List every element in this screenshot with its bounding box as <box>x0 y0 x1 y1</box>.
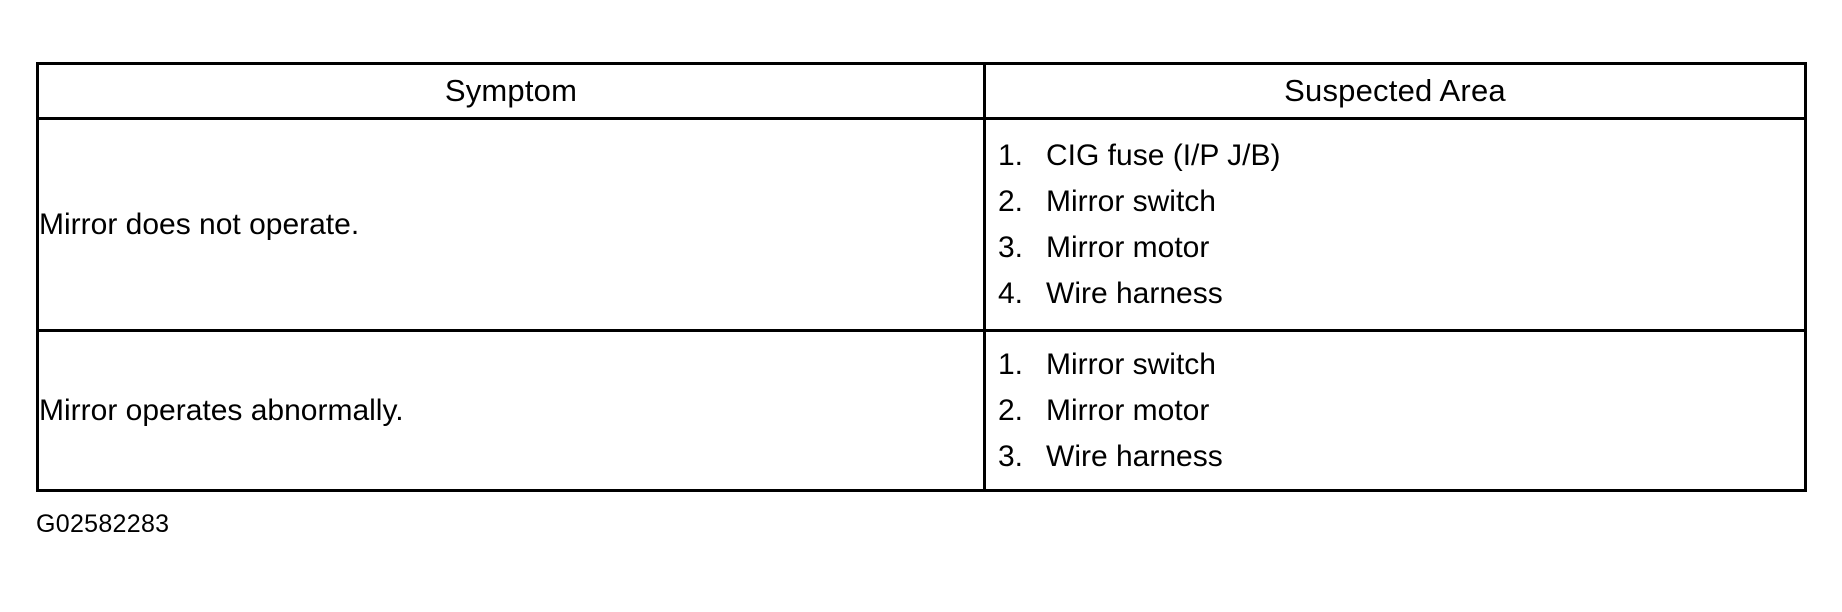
table-header: Symptom Suspected Area <box>36 62 1807 120</box>
list-item: 1. CIG fuse (I/P J/B) <box>986 133 1804 179</box>
list-item: 2. Mirror motor <box>986 388 1804 434</box>
column-header-symptom: Symptom <box>36 62 986 120</box>
column-header-suspected-area: Suspected Area <box>983 62 1807 120</box>
list-item-label: Mirror switch <box>1046 184 1216 218</box>
column-header-suspected-area-label: Suspected Area <box>1284 73 1506 108</box>
list-item-number: 4. <box>998 276 1024 310</box>
table-header-row: Symptom Suspected Area <box>36 62 1807 120</box>
list-item-label: Mirror switch <box>1046 347 1216 381</box>
list-item-number: 3. <box>998 439 1024 473</box>
diagnostic-trouble-table: Symptom Suspected Area Mirror does not o… <box>36 62 1807 492</box>
list-item: 1. Mirror switch <box>986 342 1804 388</box>
table-row: Mirror operates abnormally. 1. Mirror sw… <box>36 329 1807 492</box>
list-item-label: Wire harness <box>1046 276 1223 310</box>
list-item-label: Wire harness <box>1046 439 1223 473</box>
table-body: Mirror does not operate. 1. CIG fuse (I/… <box>36 117 1807 492</box>
list-item: 3. Mirror motor <box>986 225 1804 271</box>
suspected-area-list: 1. Mirror switch 2. Mirror motor 3. Wire… <box>986 342 1804 480</box>
table-row: Mirror does not operate. 1. CIG fuse (I/… <box>36 117 1807 332</box>
list-item-number: 3. <box>998 230 1024 264</box>
symptom-text: Mirror operates abnormally. <box>39 393 404 427</box>
list-item-number: 1. <box>998 138 1024 172</box>
symptom-text: Mirror does not operate. <box>39 207 360 241</box>
symptom-cell: Mirror does not operate. <box>36 117 986 332</box>
symptom-cell: Mirror operates abnormally. <box>36 329 986 492</box>
suspected-area-cell: 1. Mirror switch 2. Mirror motor 3. Wire… <box>983 329 1807 492</box>
list-item: 4. Wire harness <box>986 271 1804 317</box>
list-item-label: Mirror motor <box>1046 393 1210 427</box>
list-item: 2. Mirror switch <box>986 179 1804 225</box>
suspected-area-list: 1. CIG fuse (I/P J/B) 2. Mirror switch 3… <box>986 133 1804 317</box>
list-item-label: CIG fuse (I/P J/B) <box>1046 138 1281 172</box>
list-item-label: Mirror motor <box>1046 230 1210 264</box>
list-item-number: 2. <box>998 184 1024 218</box>
column-header-symptom-label: Symptom <box>444 73 578 108</box>
figure-caption: G02582283 <box>36 510 170 538</box>
suspected-area-cell: 1. CIG fuse (I/P J/B) 2. Mirror switch 3… <box>983 117 1807 332</box>
list-item-number: 1. <box>998 347 1024 381</box>
list-item-number: 2. <box>998 393 1024 427</box>
list-item: 3. Wire harness <box>986 434 1804 480</box>
